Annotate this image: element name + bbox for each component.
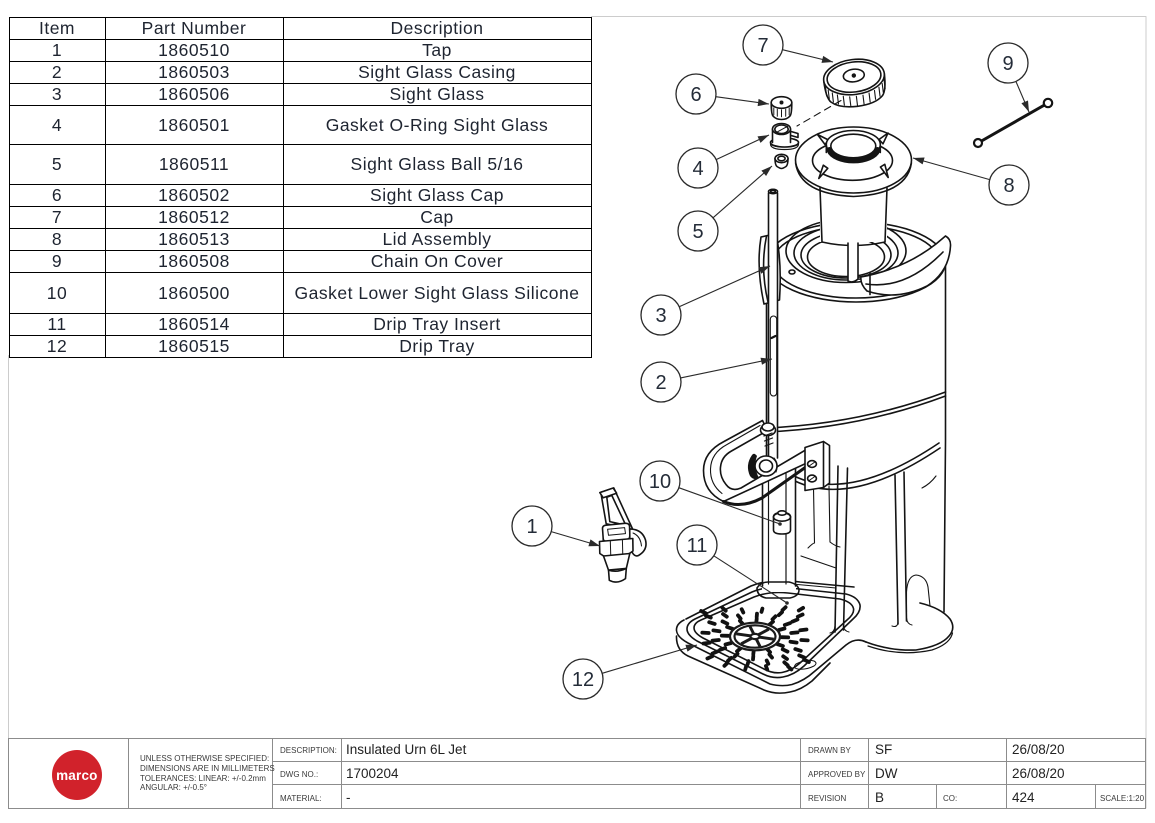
svg-text:3: 3 xyxy=(655,305,666,327)
svg-text:7: 7 xyxy=(757,35,768,57)
svg-text:10: 10 xyxy=(649,471,671,493)
svg-text:2: 2 xyxy=(655,372,666,394)
svg-text:6: 6 xyxy=(690,84,701,106)
svg-text:11: 11 xyxy=(687,535,708,557)
svg-text:1: 1 xyxy=(526,516,537,538)
svg-text:8: 8 xyxy=(1003,175,1014,197)
svg-text:5: 5 xyxy=(692,221,703,243)
svg-text:12: 12 xyxy=(572,669,594,691)
svg-text:9: 9 xyxy=(1002,53,1013,75)
svg-text:4: 4 xyxy=(692,158,703,180)
